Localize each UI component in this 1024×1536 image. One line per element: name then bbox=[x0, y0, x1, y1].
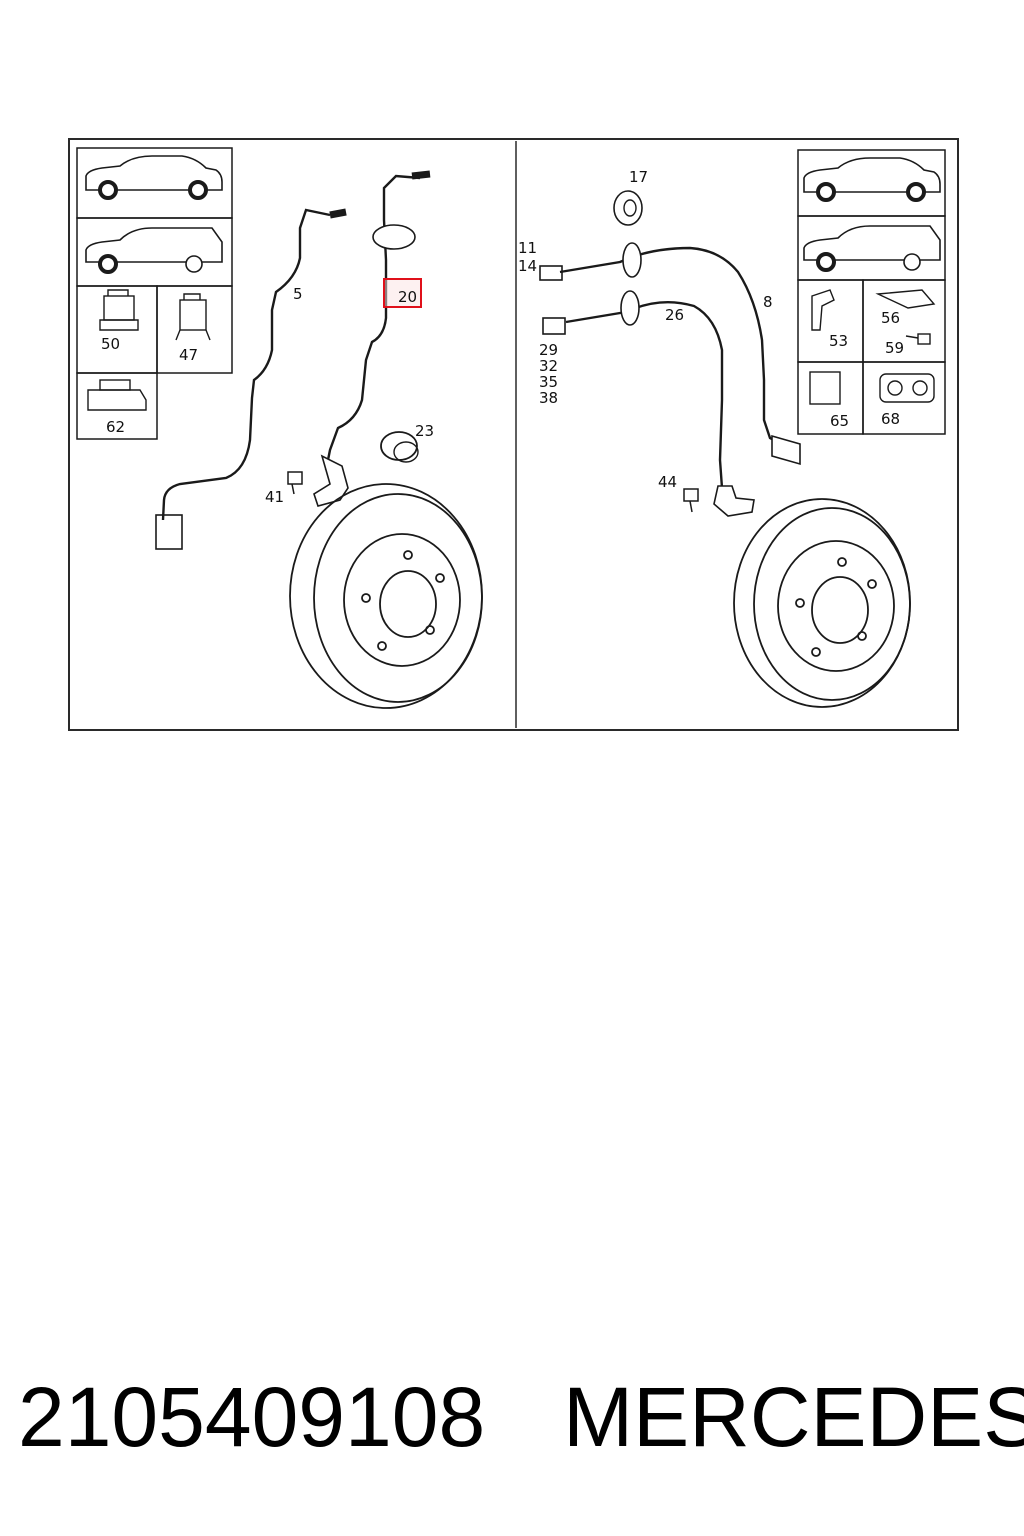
holder-icon bbox=[809, 371, 841, 405]
sensor-20-cable bbox=[324, 174, 421, 471]
bracket-icon bbox=[875, 289, 936, 309]
abs-sensor-icon bbox=[313, 454, 349, 507]
callout-50: 50 bbox=[101, 335, 120, 353]
part-number: 2105409108 bbox=[18, 1370, 486, 1464]
connector-icon bbox=[155, 514, 183, 550]
holder-icon bbox=[87, 379, 147, 411]
callout-65: 65 bbox=[830, 412, 849, 430]
right-legend bbox=[797, 149, 946, 435]
clip-icon bbox=[99, 289, 139, 331]
callout-labels: 5 20 23 41 50 47 62 17 11 14 8 26 29 32 … bbox=[101, 168, 904, 506]
callout-59: 59 bbox=[885, 339, 904, 357]
connector-icon bbox=[542, 317, 566, 335]
wagon-icon bbox=[84, 226, 224, 274]
callout-68: 68 bbox=[881, 410, 900, 428]
callout-11: 11 bbox=[518, 239, 537, 257]
callout-53: 53 bbox=[829, 332, 848, 350]
bolt-icon bbox=[905, 333, 931, 345]
abs-sensor-icon bbox=[713, 485, 755, 517]
sensor-5-cable bbox=[161, 208, 331, 521]
grommet-icon bbox=[613, 190, 643, 226]
grommet-icon bbox=[372, 224, 416, 250]
highlight-box bbox=[383, 278, 422, 308]
callout-26: 26 bbox=[665, 306, 684, 324]
bracket-icon bbox=[175, 293, 211, 341]
sensor-26-cable bbox=[565, 301, 730, 507]
sedan-icon bbox=[802, 156, 942, 202]
clip-icon bbox=[811, 289, 835, 331]
callout-35: 35 bbox=[539, 373, 558, 391]
callout-44: 44 bbox=[658, 473, 677, 491]
part-caption: 2105409108 MERCEDES bbox=[18, 1362, 1024, 1472]
left-legend bbox=[76, 147, 233, 440]
callout-56: 56 bbox=[881, 309, 900, 327]
diagram-frame bbox=[68, 138, 959, 731]
brake-disc-icon bbox=[733, 498, 911, 708]
callout-5: 5 bbox=[293, 285, 303, 303]
brake-disc-icon bbox=[289, 483, 483, 709]
sedan-icon bbox=[84, 154, 224, 200]
callout-41: 41 bbox=[265, 488, 284, 506]
callout-29: 29 bbox=[539, 341, 558, 359]
callout-62: 62 bbox=[106, 418, 125, 436]
callout-47: 47 bbox=[179, 346, 198, 364]
callout-14: 14 bbox=[518, 257, 537, 275]
callout-38: 38 bbox=[539, 389, 558, 407]
callout-8: 8 bbox=[763, 293, 773, 311]
connector-icon bbox=[539, 265, 563, 281]
wagon-icon bbox=[802, 224, 942, 272]
callout-23: 23 bbox=[415, 422, 434, 440]
callout-32: 32 bbox=[539, 357, 558, 375]
callout-17: 17 bbox=[629, 168, 648, 186]
sensor-8-cable bbox=[559, 246, 791, 450]
bolt-icon bbox=[683, 488, 699, 513]
holder-icon bbox=[879, 373, 935, 403]
bolt-icon bbox=[287, 471, 303, 495]
callout-20: 20 bbox=[398, 288, 417, 306]
brand-name: MERCEDES bbox=[563, 1370, 1024, 1464]
